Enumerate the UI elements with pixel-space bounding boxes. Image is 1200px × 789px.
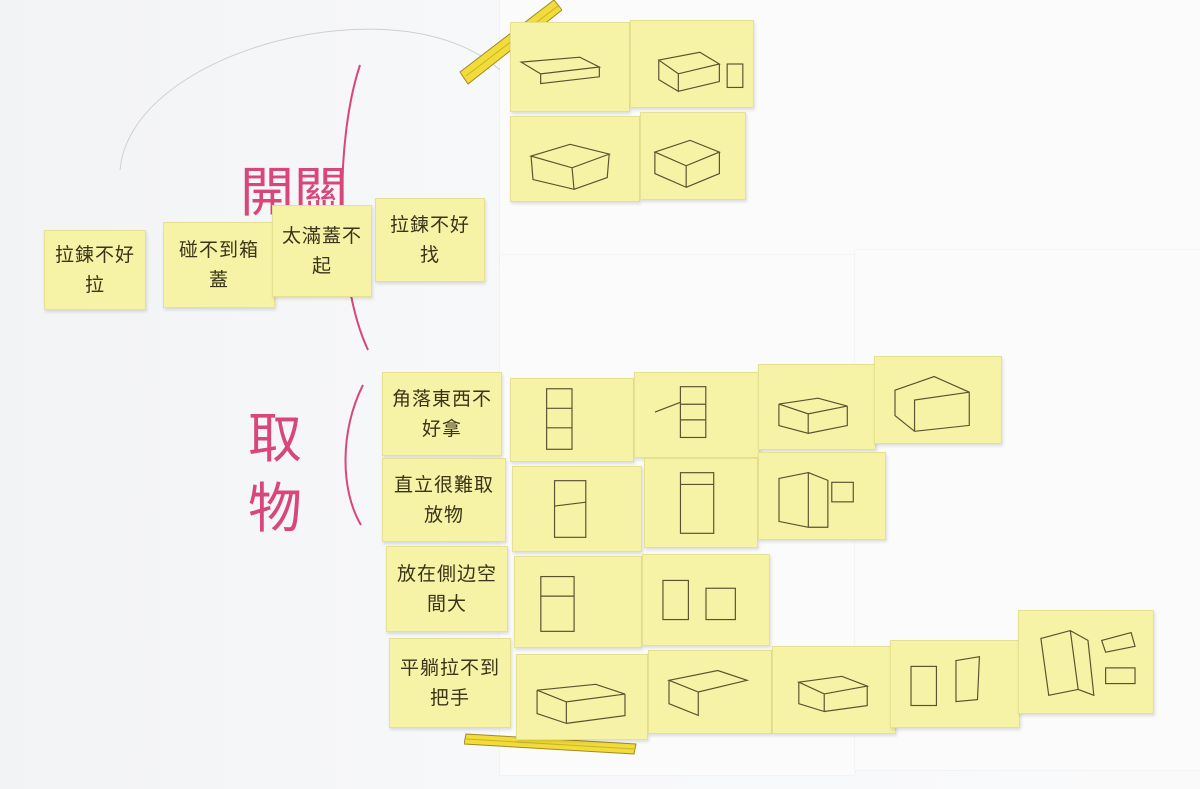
box-sketch (894, 375, 970, 432)
sketch-note (648, 650, 772, 734)
box-sketch (679, 472, 715, 534)
sketch-note (890, 640, 1020, 728)
pencil-icon (464, 733, 637, 755)
note-text: 角落東西不好拿 (391, 388, 492, 440)
note-text: 拉鍊不好找 (389, 214, 470, 266)
box-sketch (536, 683, 626, 725)
box-sketch (662, 579, 736, 621)
box-sketch (540, 575, 575, 632)
sketch-note (874, 356, 1002, 444)
note-text: 放在側边空間大 (396, 563, 497, 615)
sketch-note (758, 364, 876, 450)
marker-bracket (344, 384, 364, 526)
sketch-note (772, 646, 896, 734)
box-sketch (553, 480, 587, 538)
sketch-note (640, 112, 746, 200)
sticky-note-problem: 拉鍊不好拉 (44, 230, 146, 310)
box-sketch (528, 143, 612, 191)
note-text: 碰不到箱蓋 (178, 239, 259, 291)
faint-circle-drawing (119, 28, 501, 171)
sketch-note (634, 372, 760, 458)
sketch-note (758, 452, 886, 540)
box-sketch (653, 139, 721, 189)
note-text: 太滿蓋不起 (281, 225, 362, 277)
sticky-note-problem: 太滿蓋不起 (272, 205, 372, 297)
sketch-note (514, 556, 642, 648)
sketch-note (510, 378, 634, 462)
box-sketch (657, 51, 744, 93)
note-text: 直立很難取放物 (393, 474, 494, 526)
box-sketch (910, 655, 981, 707)
sticky-note-problem: 角落東西不好拿 (382, 372, 502, 456)
box-sketch (778, 397, 848, 435)
sticky-note-problem: 直立很難取放物 (382, 458, 506, 542)
sketch-note (516, 654, 648, 740)
note-text: 平躺拉不到把手 (399, 657, 500, 709)
sketch-note (512, 466, 642, 552)
sticky-note-problem: 拉鍊不好找 (375, 198, 485, 282)
box-sketch (666, 669, 750, 717)
box-sketch (546, 388, 573, 450)
box-sketch (1040, 629, 1136, 697)
sketch-note (644, 458, 758, 548)
sketch-note (510, 116, 640, 202)
box-sketch (796, 675, 870, 713)
sketch-note (642, 554, 770, 646)
sketch-note (510, 22, 630, 112)
sticky-note-problem: 碰不到箱蓋 (163, 222, 275, 308)
sticky-note-problem: 平躺拉不到把手 (389, 638, 511, 728)
sketch-note (630, 20, 754, 108)
note-text: 拉鍊不好拉 (54, 244, 135, 296)
marker-label-take-items: 取物 (248, 407, 302, 540)
box-sketch (519, 56, 602, 85)
box-sketch (778, 471, 854, 528)
sketch-note (1018, 610, 1154, 714)
box-sketch (654, 386, 707, 439)
sticky-note-problem: 放在側边空間大 (386, 546, 508, 632)
